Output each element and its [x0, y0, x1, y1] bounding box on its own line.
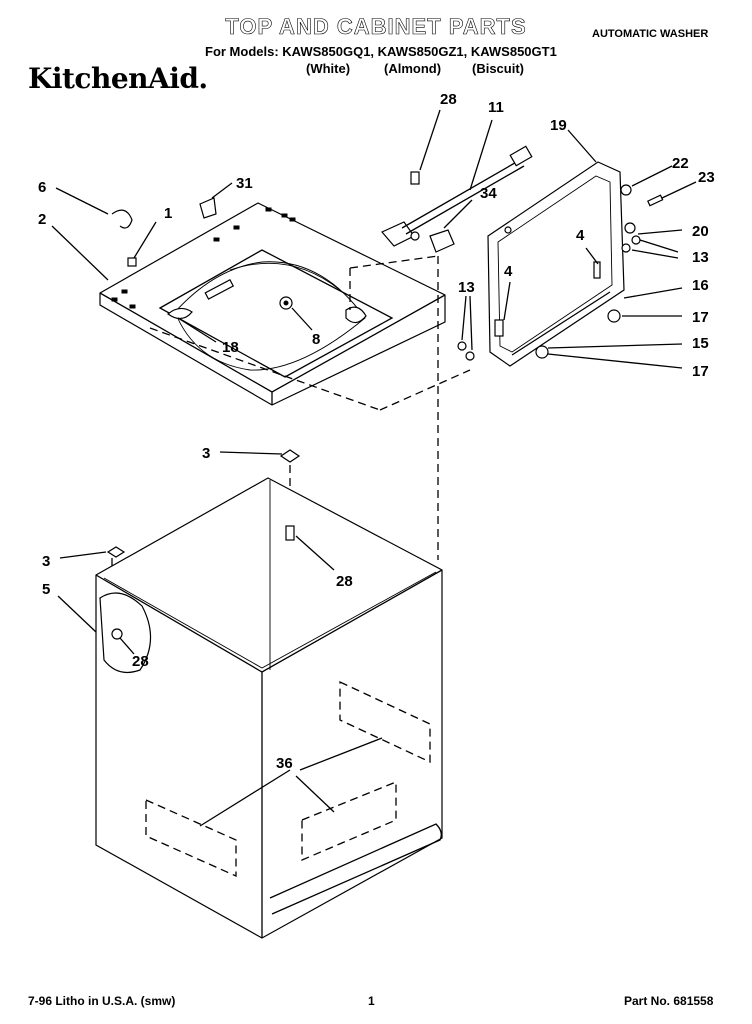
callout-labels: 28 11 19 6 31 34 22 23 2 1 20 4 13 4 16 … — [38, 91, 715, 772]
lid-assembly — [457, 161, 664, 367]
cabinet — [95, 449, 443, 939]
callout-17-grommet-lower: 17 — [692, 363, 709, 380]
callout-2-top: 2 — [38, 211, 46, 228]
callout-3-clip-lower: 3 — [42, 553, 50, 570]
top-panel — [99, 202, 446, 406]
callout-6-clip: 6 — [38, 179, 46, 196]
footer-part-number: Part No. 681558 — [624, 994, 714, 1008]
callout-17-grommet-upper: 17 — [692, 309, 709, 326]
callout-28-switch-screw: 28 — [440, 91, 457, 108]
callout-23-pin: 23 — [698, 169, 715, 186]
callout-18-guide: 18 — [222, 339, 239, 356]
page-title: TOP AND CABINET PARTS — [225, 14, 527, 40]
callout-8-bolt: 8 — [312, 331, 320, 348]
callout-13-screw-right: 13 — [692, 249, 709, 266]
callout-11-harness: 11 — [488, 99, 504, 116]
callout-34-bracket: 34 — [480, 185, 497, 202]
appliance-type: AUTOMATIC WASHER — [592, 28, 709, 40]
callout-15-hinge-pin: 15 — [692, 335, 709, 352]
lid-switch-assembly — [381, 145, 533, 253]
footer-page-number: 1 — [368, 994, 375, 1008]
color-almond: (Almond) — [384, 61, 442, 76]
callout-5-cabinet: 5 — [42, 581, 50, 598]
callout-1-spring: 1 — [164, 205, 172, 222]
callout-13-screw-left: 13 — [458, 279, 475, 296]
callout-22-bumper: 22 — [672, 155, 689, 172]
leader-lines — [51, 109, 697, 827]
brand-logo: KitchenAid. — [28, 62, 208, 95]
callout-4-hinge-right: 4 — [576, 227, 585, 244]
hinge-clips — [111, 197, 217, 267]
footer-litho: 7-96 Litho in U.S.A. (smw) — [28, 994, 176, 1008]
callout-28-corner-screw: 28 — [132, 653, 149, 670]
callout-3-clip-upper: 3 — [202, 445, 210, 462]
callout-16-rod: 16 — [692, 277, 709, 294]
callout-36-panels: 36 — [276, 755, 293, 772]
callout-28-cabinet-screw: 28 — [336, 573, 353, 590]
models-line: For Models: KAWS850GQ1, KAWS850GZ1, KAWS… — [205, 44, 557, 59]
color-white: (White) — [306, 61, 351, 76]
callout-20-bushing: 20 — [692, 223, 709, 240]
callout-31-clip: 31 — [236, 175, 253, 192]
callout-4-hinge-left: 4 — [504, 263, 513, 280]
callout-19-lid: 19 — [550, 117, 567, 134]
color-biscuit: (Biscuit) — [472, 61, 524, 76]
